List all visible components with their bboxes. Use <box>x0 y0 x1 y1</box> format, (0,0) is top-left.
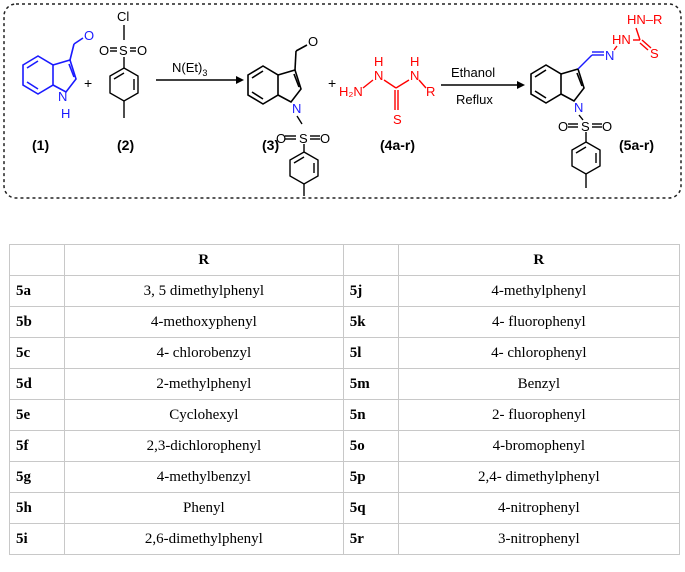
substituent-cell: 2,6-dimethylphenyl <box>64 523 344 555</box>
compound-5-o-left: O <box>558 119 568 134</box>
compound-5-s: S <box>650 46 659 61</box>
compound-2-structure <box>109 25 139 118</box>
compound-code-cell: 5m <box>342 368 399 400</box>
compound-2-label: (2) <box>117 137 134 153</box>
compound-code-cell: 5l <box>342 337 399 369</box>
compound-4-n-amide: N <box>410 68 419 83</box>
compound-3-label: (3) <box>262 137 279 153</box>
compound-5-structure <box>530 64 585 104</box>
substituent-cell: 2-methylphenyl <box>64 368 344 400</box>
scheme-frame <box>3 3 682 199</box>
compound-code-cell: 5b <box>9 306 65 338</box>
compound-code-cell: 5a <box>9 275 65 307</box>
compound-5-tosyl <box>568 114 602 188</box>
compound-4-s: S <box>393 112 402 127</box>
substituent-cell: 4- fluorophenyl <box>397 306 681 338</box>
compound-1-aldehyde-o: O <box>84 28 94 43</box>
compound-5-label: (5a-r) <box>619 137 654 153</box>
compound-4-h-amide: H <box>410 54 419 69</box>
compound-3-n: N <box>292 101 301 116</box>
plus-sign-2: + <box>328 75 336 91</box>
compound-4-label: (4a-r) <box>380 137 415 153</box>
header-cell <box>9 244 65 276</box>
compound-code-cell: 5c <box>9 337 65 369</box>
reagent-triethylamine: N(Et)3 <box>172 60 207 78</box>
compound-code-cell: 5k <box>342 306 399 338</box>
compound-code-cell: 5j <box>342 275 399 307</box>
compound-3-aldehyde-o: O <box>308 34 318 49</box>
substituent-cell: 4-methoxyphenyl <box>64 306 344 338</box>
compound-code-cell: 5h <box>9 492 65 524</box>
compound-5-hydrazone <box>577 51 604 70</box>
substituent-cell: 4-nitrophenyl <box>397 492 681 524</box>
compound-code-cell: 5p <box>342 461 399 493</box>
compound-code-cell: 5n <box>342 399 399 431</box>
compound-code-cell: 5r <box>342 523 399 555</box>
substituent-cell: 4-methylbenzyl <box>64 461 344 493</box>
compound-5-n: N <box>574 100 583 115</box>
substituent-cell: Cyclohexyl <box>64 399 344 431</box>
substituent-cell: Benzyl <box>397 368 681 400</box>
compound-3-s: S <box>299 131 308 146</box>
substituent-cell: 2,3-dichlorophenyl <box>64 430 344 462</box>
header-cell: R <box>64 244 344 276</box>
compound-5-thioamide <box>613 27 652 51</box>
compound-code-cell: 5q <box>342 492 399 524</box>
reagent-reflux: Reflux <box>456 92 493 107</box>
compound-5-nh-r: HN–R <box>627 12 662 27</box>
compound-5-s-sulfonyl: S <box>581 119 590 134</box>
compound-4-h2n: H₂N <box>339 84 363 99</box>
compound-code-cell: 5o <box>342 430 399 462</box>
compound-3-o-right: O <box>320 131 330 146</box>
compound-code-cell: 5d <box>9 368 65 400</box>
compound-1-label: (1) <box>32 137 49 153</box>
compound-3-structure <box>247 44 308 105</box>
plus-sign-1: + <box>84 75 92 91</box>
header-cell: R <box>397 244 681 276</box>
substituent-cell: 2,4- dimethylphenyl <box>397 461 681 493</box>
compound-1-nh-h: H <box>61 106 70 121</box>
substituent-cell: 3-nitrophenyl <box>397 523 681 555</box>
reaction-scheme: O N H (1) + Cl O S O (2) N(Et)3 O N <box>3 3 682 199</box>
substituent-cell: 4- chlorobenzyl <box>64 337 344 369</box>
compound-4-r: R <box>426 84 435 99</box>
compound-2-o-right: O <box>137 43 147 58</box>
reagent-ethanol: Ethanol <box>451 65 495 80</box>
substituent-cell: 4-methylphenyl <box>397 275 681 307</box>
compound-5-hn: HN <box>612 32 631 47</box>
compound-2-s: S <box>119 43 128 58</box>
compound-1-structure <box>22 37 84 95</box>
substituent-cell: 3, 5 dimethylphenyl <box>64 275 344 307</box>
substituent-cell: Phenyl <box>64 492 344 524</box>
compound-code-cell: 5i <box>9 523 65 555</box>
substituent-cell: 4-bromophenyl <box>397 430 681 462</box>
substituent-cell: 2- fluorophenyl <box>397 399 681 431</box>
compound-2-cl: Cl <box>117 9 129 24</box>
compound-1-nh-n: N <box>58 89 67 104</box>
substituent-cell: 4- chlorophenyl <box>397 337 681 369</box>
compound-3-tosyl <box>285 115 320 196</box>
compound-2-o-left: O <box>99 43 109 58</box>
compound-3-o-left: O <box>276 131 286 146</box>
compound-code-cell: 5f <box>9 430 65 462</box>
header-cell <box>342 244 399 276</box>
compound-4-h-hydrazine: H <box>374 54 383 69</box>
compound-4-n-hydrazine: N <box>374 68 383 83</box>
compound-5-imine-n: N <box>605 48 614 63</box>
compound-5-o-right: O <box>602 119 612 134</box>
compound-4-structure <box>362 79 427 110</box>
compound-code-cell: 5g <box>9 461 65 493</box>
compound-code-cell: 5e <box>9 399 65 431</box>
